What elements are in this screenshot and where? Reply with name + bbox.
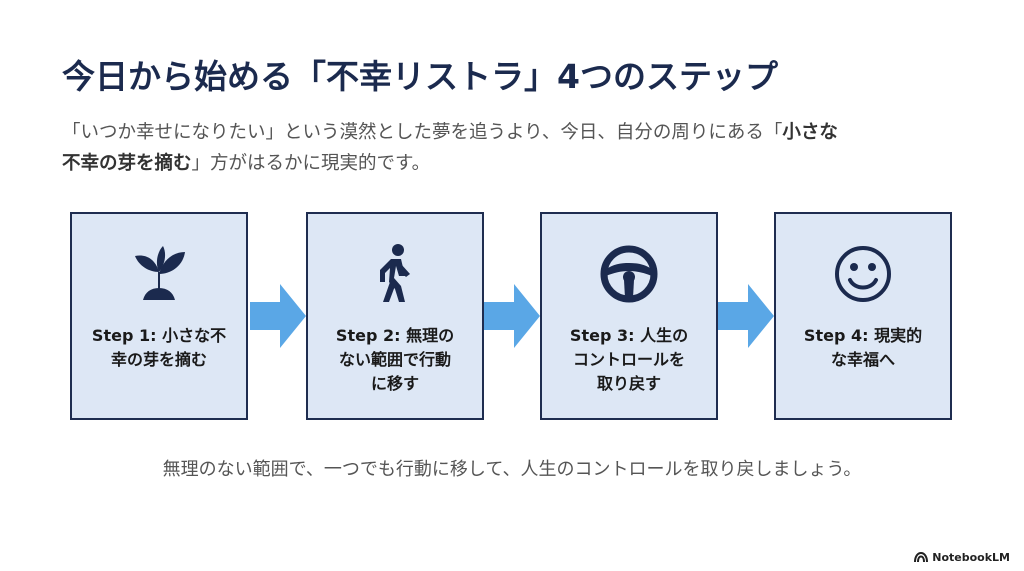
smiley-face-icon <box>835 246 891 302</box>
step-3-box: Step 3: 人生の コントロールを 取り戻す <box>540 212 718 420</box>
step-4-line-1: Step 4: 現実的 <box>803 326 923 345</box>
step-3-line-1: Step 3: 人生の <box>569 326 689 345</box>
step-2-box: Step 2: 無理の ない範囲で行動 に移す <box>306 212 484 420</box>
step-3-line-3: 取り戻す <box>596 374 661 393</box>
step-2-label: Step 2: 無理の ない範囲で行動 に移す <box>316 324 474 396</box>
arrow-right-icon <box>718 284 774 348</box>
intro-text: 「いつか幸せになりたい」という漠然とした夢を追うより、今日、自分の周りにある「小… <box>62 117 982 179</box>
steering-wheel-icon <box>600 245 658 303</box>
intro-bold-b: 不幸の芽を摘む <box>62 153 192 174</box>
step-4-label: Step 4: 現実的 な幸福へ <box>784 324 942 372</box>
page-title: 今日から始める「不幸リストラ」4つのステップ <box>62 57 778 96</box>
step-1-line-2: 幸の芽を摘む <box>110 350 207 369</box>
step-flow: Step 1: 小さな不 幸の芽を摘む Step 2: 無理の ない範囲で行動 … <box>70 212 955 424</box>
step-3-label: Step 3: 人生の コントロールを 取り戻す <box>550 324 708 396</box>
footer-text: 無理のない範囲で、一つでも行動に移して、人生のコントロールを取り戻しましょう。 <box>162 459 862 480</box>
notebooklm-brand: NotebookLM <box>914 551 1010 564</box>
arrow-right-icon <box>484 284 540 348</box>
walking-person-icon <box>380 244 410 302</box>
step-3-line-2: コントロールを <box>572 350 685 369</box>
arrow-right-icon <box>250 284 306 348</box>
intro-part-2: 」方がはるかに現実的です。 <box>191 153 431 174</box>
sprout-icon <box>135 246 185 300</box>
step-2-line-1: Step 2: 無理の <box>335 326 455 345</box>
step-1-box: Step 1: 小さな不 幸の芽を摘む <box>70 212 248 420</box>
step-1-line-1: Step 1: 小さな不 <box>91 326 227 345</box>
step-2-line-3: に移す <box>370 374 419 393</box>
step-1-label: Step 1: 小さな不 幸の芽を摘む <box>80 324 238 372</box>
brand-label: NotebookLM <box>932 551 1010 564</box>
step-4-line-2: な幸福へ <box>830 350 895 369</box>
intro-bold-a: 小さな <box>782 122 838 143</box>
notebooklm-logo-icon <box>914 552 929 563</box>
step-2-line-2: ない範囲で行動 <box>338 350 451 369</box>
step-4-box: Step 4: 現実的 な幸福へ <box>774 212 952 420</box>
intro-part-1: 「いつか幸せになりたい」という漠然とした夢を追うより、今日、自分の周りにある「 <box>62 122 783 143</box>
